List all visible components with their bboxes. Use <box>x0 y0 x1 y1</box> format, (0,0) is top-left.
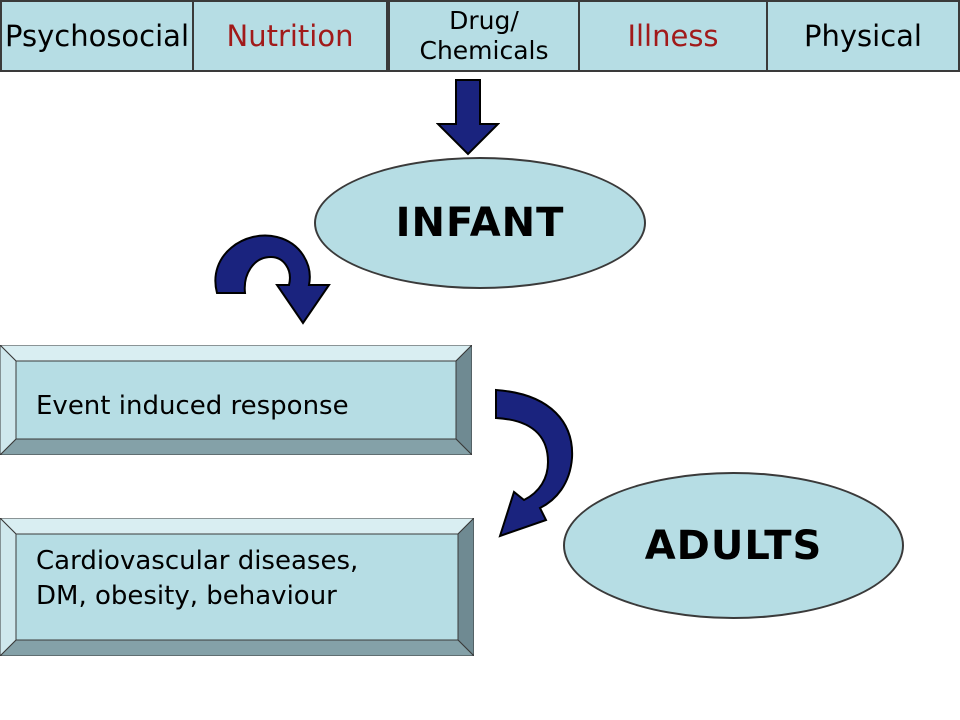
category-label: Nutrition <box>226 18 354 53</box>
outcomes-label: Cardiovascular diseases, DM, obesity, be… <box>36 544 358 614</box>
outcomes-line-1: Cardiovascular diseases, <box>36 546 359 576</box>
outcomes-line-2: DM, obesity, behaviour <box>36 581 337 612</box>
curved-arrow-icon <box>495 388 574 538</box>
category-physical: Physical <box>766 0 960 72</box>
outcomes-box: Cardiovascular diseases, DM, obesity, be… <box>0 518 474 656</box>
curved-arrow-icon <box>214 234 331 325</box>
category-label: Psychosocial <box>5 18 189 53</box>
category-label: Drug/ Chemicals <box>419 6 549 65</box>
adults-label: ADULTS <box>644 522 823 569</box>
category-psychosocial: Psychosocial <box>0 0 194 72</box>
category-nutrition: Nutrition <box>192 0 388 72</box>
infant-node: INFANT <box>314 157 646 289</box>
event-response-label: Event induced response <box>36 391 349 421</box>
category-label: Physical <box>804 18 922 53</box>
category-illness: Illness <box>578 0 768 72</box>
infant-label: INFANT <box>395 200 565 246</box>
category-label: Illness <box>627 18 719 53</box>
category-drug-chemicals: Drug/ Chemicals <box>388 0 580 72</box>
adults-node: ADULTS <box>563 472 904 619</box>
down-arrow-icon <box>436 79 500 156</box>
event-response-box: Event induced response <box>0 345 472 455</box>
